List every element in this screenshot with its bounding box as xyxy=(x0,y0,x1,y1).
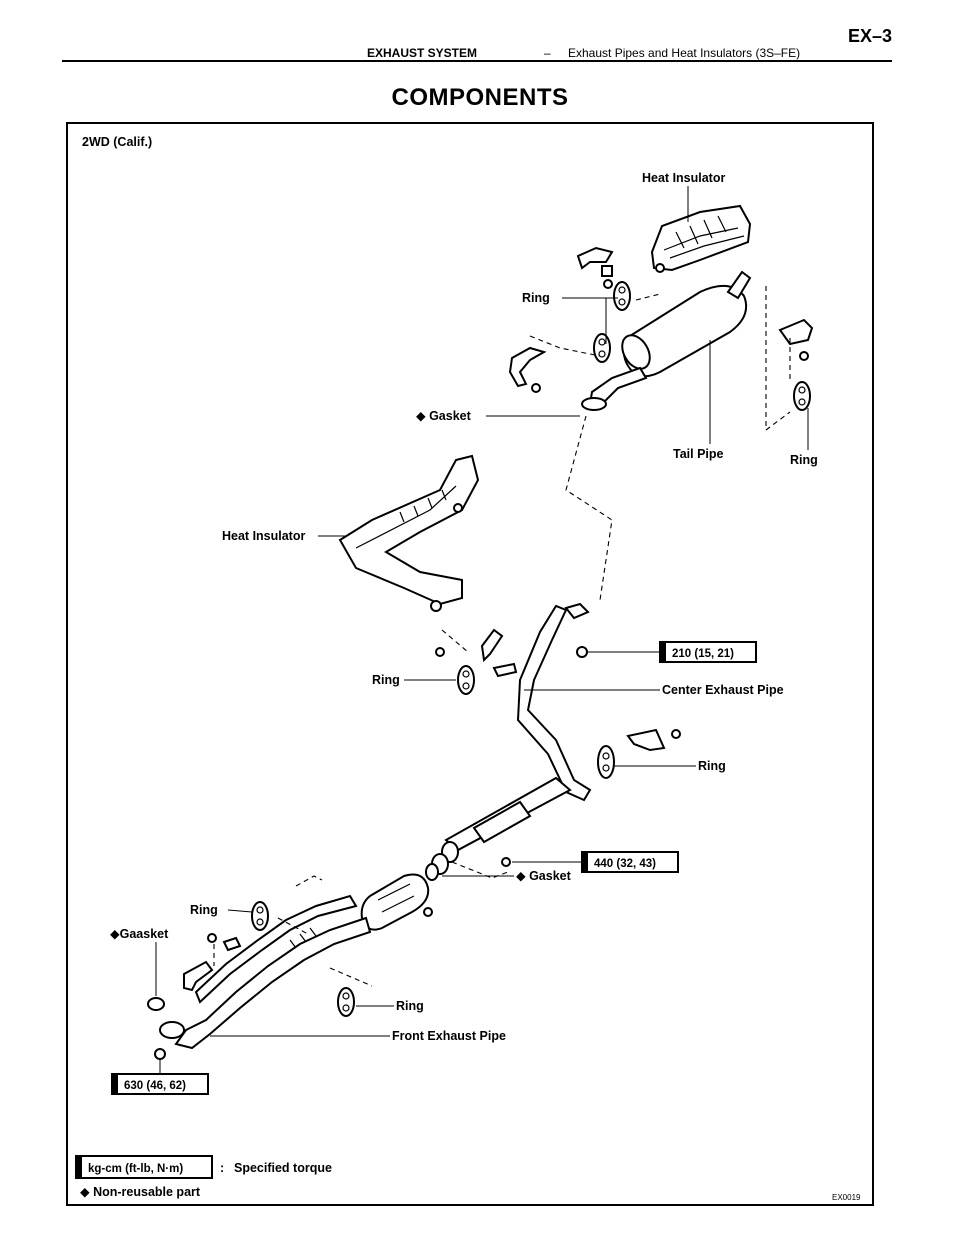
catalytic-converter xyxy=(360,873,433,931)
label-gasket-upper: ◆ Gasket xyxy=(416,409,472,423)
label-ring-mid: Ring xyxy=(372,673,400,687)
label-heat-insulator-mid: Heat Insulator xyxy=(222,529,305,543)
gasket-joint xyxy=(425,853,511,881)
label-ring-right: Ring xyxy=(790,453,818,467)
label-gasket-front: ◆Gaasket xyxy=(110,927,169,941)
ring-front-parts xyxy=(183,875,373,1017)
legend-nonreusable: ◆ Non-reusable part xyxy=(80,1185,201,1199)
ring-center-parts xyxy=(597,728,681,779)
ring-mid-parts xyxy=(435,628,518,695)
torque-box-210: 210 (15, 21) xyxy=(659,641,757,663)
label-ring-front: Ring xyxy=(396,999,424,1013)
label-gasket-lower: ◆ Gasket xyxy=(516,869,572,883)
torque-box-440: 440 (32, 43) xyxy=(581,851,679,873)
label-ring-lower-left: Ring xyxy=(190,903,218,917)
muffler xyxy=(621,270,752,378)
bolt-210 xyxy=(576,646,588,658)
rear-heat-insulator xyxy=(650,204,752,272)
legend-torque-unit: kg-cm (ft-lb, N·m) xyxy=(88,1163,183,1175)
label-ring-center: Ring xyxy=(698,759,726,773)
label-front-exhaust-pipe: Front Exhaust Pipe xyxy=(392,1029,506,1043)
figure-code: EX0019 xyxy=(832,1193,861,1202)
torque-630-text: 630 (46, 62) xyxy=(124,1080,186,1092)
legend-specified-torque: Specified torque xyxy=(234,1161,332,1175)
header-subsection: Exhaust Pipes and Heat Insulators (3S–FE… xyxy=(568,46,801,60)
torque-box-630: 630 (46, 62) xyxy=(111,1073,209,1095)
ring-right-parts xyxy=(765,286,814,432)
header-section: EXHAUST SYSTEM xyxy=(367,46,478,60)
torque-440-text: 440 (32, 43) xyxy=(594,858,656,870)
page-title: COMPONENTS xyxy=(391,84,569,111)
torque-210-text: 210 (15, 21) xyxy=(672,648,734,660)
center-exhaust-pipe xyxy=(441,602,592,863)
legend-colon: : xyxy=(220,1161,224,1175)
diagram-frame xyxy=(66,122,874,1206)
page-header: EXHAUST SYSTEM – Exhaust Pipes and Heat … xyxy=(62,26,892,60)
header-rule xyxy=(62,60,892,62)
mid-heat-insulator xyxy=(338,454,480,612)
ring-upper-parts xyxy=(508,246,665,393)
tail-pipe xyxy=(581,366,648,411)
front-exhaust-pipe xyxy=(147,894,372,1060)
leader-lines xyxy=(155,186,809,1074)
legend: kg-cm (ft-lb, N·m) : Specified torque ◆ … xyxy=(75,1155,332,1199)
label-ring-upper: Ring xyxy=(522,291,550,305)
page-number: EX–3 xyxy=(847,26,892,46)
label-heat-insulator-rear: Heat Insulator xyxy=(642,171,725,185)
variant-label: 2WD (Calif.) xyxy=(82,135,152,149)
header-separator: – xyxy=(544,46,551,60)
label-tail-pipe: Tail Pipe xyxy=(673,447,724,461)
label-center-exhaust-pipe: Center Exhaust Pipe xyxy=(662,683,784,697)
